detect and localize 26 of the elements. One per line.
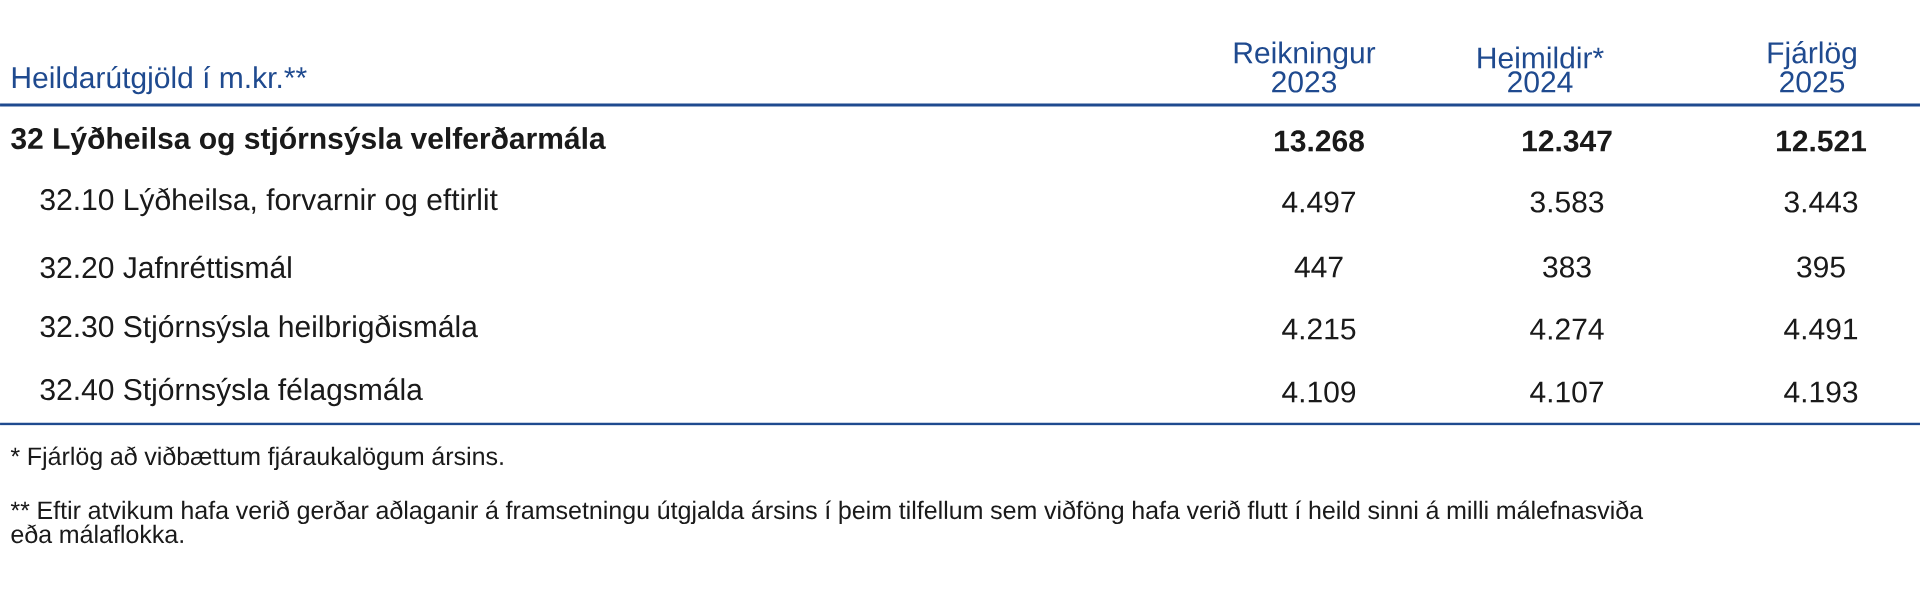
table-cell: 4.193 bbox=[1784, 381, 1858, 403]
column-header: Reikningur 2023 bbox=[1234, 41, 1376, 93]
table-cell: 4.274 bbox=[1530, 318, 1604, 340]
row-label: 32.40 Stjórnsýsla félagsmála bbox=[40, 377, 423, 407]
table-cell: 12.347 bbox=[1523, 130, 1612, 152]
table-cell: 4.491 bbox=[1784, 318, 1858, 340]
row-label: 32 Lýðheilsa og stjórnsýsla velferðarmála bbox=[11, 126, 606, 156]
table-cell: 4.109 bbox=[1282, 381, 1356, 403]
table-cell: 4.215 bbox=[1282, 318, 1356, 340]
table-cell: 395 bbox=[1797, 256, 1845, 278]
table-heading: Heildarútgjöld í m.kr.** bbox=[12, 65, 307, 95]
row-label: 32.20 Jafnréttismál bbox=[40, 255, 291, 279]
table-cell: 12.521 bbox=[1777, 130, 1867, 152]
footnote: * Fjárlög að viðbættum fjáraukalögum ársins. bbox=[10, 446, 503, 471]
table-cell: 3.583 bbox=[1530, 191, 1604, 213]
table-cell: 447 bbox=[1294, 256, 1343, 278]
table-cell: 4.107 bbox=[1530, 381, 1604, 403]
footnote: ** Eftir atvikum hafa verið gerðar aðlaganir á framsetningu útgjalda ársins í þeim tilfellum sem viðföng hafa verið flutt í heild sinni á milli málefnasviða eða málaflokka. bbox=[10, 500, 1644, 544]
table-cell: 13.268 bbox=[1275, 130, 1364, 152]
table-cell: 383 bbox=[1543, 256, 1591, 278]
row-label: 32.30 Stjórnsýsla heilbrigðismála bbox=[40, 314, 478, 344]
row-label: 32.10 Lýðheilsa, forvarnir og eftirlit bbox=[40, 187, 498, 217]
table-cell: 4.497 bbox=[1282, 191, 1356, 213]
column-header: Fjárlög 2025 bbox=[1768, 41, 1856, 93]
column-header: Heimildir* 2024 bbox=[1478, 46, 1604, 93]
table-cell: 3.443 bbox=[1784, 191, 1858, 213]
